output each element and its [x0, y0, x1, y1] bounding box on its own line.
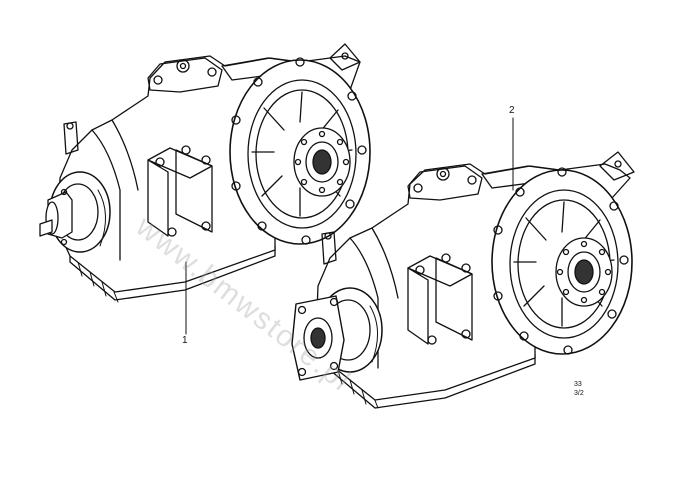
figure-reference-line1: 33	[574, 381, 582, 388]
callout-1: 1	[182, 335, 188, 346]
differential-housing-2	[291, 151, 635, 409]
figure-reference: 33 3/2	[574, 380, 584, 398]
figure-reference-line2: 3/2	[574, 390, 584, 397]
callout-2: 2	[509, 105, 515, 116]
differential-housing-1	[39, 43, 371, 303]
